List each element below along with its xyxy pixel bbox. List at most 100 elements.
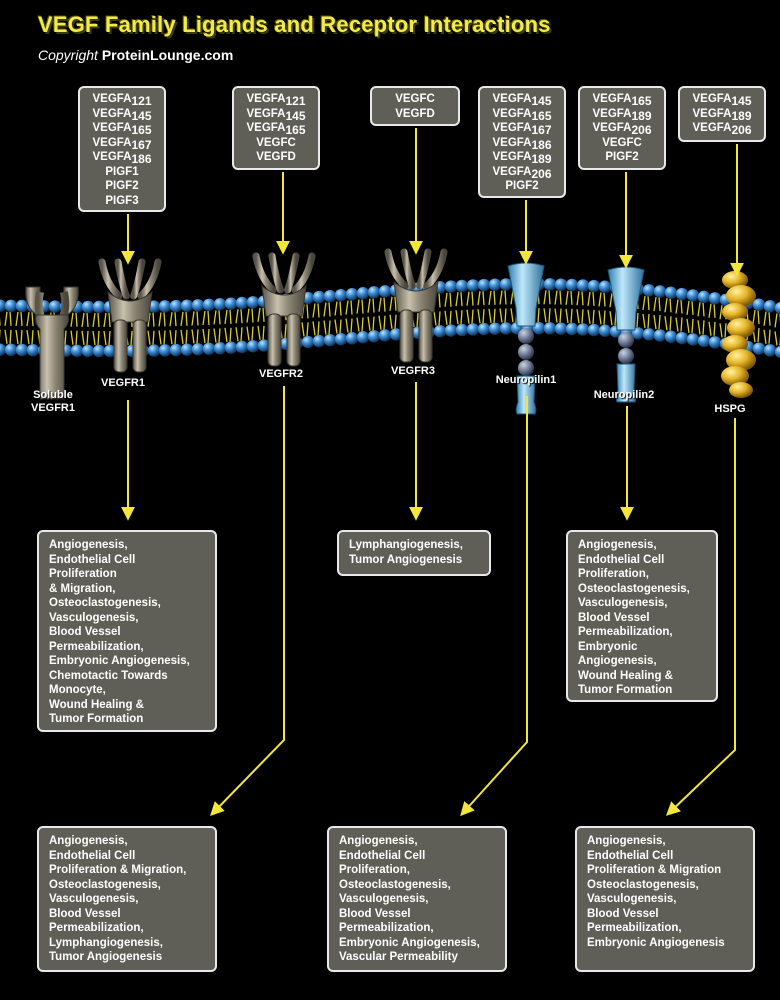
lipid-head bbox=[15, 343, 29, 357]
lipid-head bbox=[653, 329, 667, 342]
lipid-tail bbox=[416, 312, 419, 328]
lipid-tail bbox=[378, 315, 382, 330]
outcome-line: Proliferation & Migration bbox=[587, 864, 722, 876]
ligand-name: VEGFC bbox=[602, 136, 642, 149]
lipid-head bbox=[576, 279, 590, 292]
lipid-head bbox=[356, 331, 370, 344]
ligand-isoform: 186 bbox=[531, 137, 552, 152]
copyright-site: ProteinLounge.com bbox=[101, 47, 234, 63]
lipid-head bbox=[576, 323, 590, 336]
ligand-item: VEGFA145 bbox=[684, 92, 760, 107]
receptor-chain bbox=[399, 309, 414, 363]
lipid-tail bbox=[658, 315, 661, 330]
lipid-head bbox=[103, 344, 117, 358]
lipid-tail bbox=[636, 312, 639, 327]
outcome-line: Vasculogenesis, bbox=[49, 893, 139, 905]
outcome-line: Proliferation, bbox=[339, 864, 410, 876]
lipid-tail bbox=[565, 290, 569, 305]
outcome-line: Osteoclastogenesis, bbox=[578, 582, 690, 595]
lipid-tail bbox=[240, 309, 243, 324]
label-neuropilin2: Neuropilin2 bbox=[593, 389, 655, 401]
lipid-tail bbox=[499, 308, 503, 323]
outcome-line: Angiogenesis, bbox=[49, 835, 128, 847]
lipid-tail bbox=[26, 312, 30, 327]
lipid-head bbox=[224, 341, 238, 354]
lipid-tail bbox=[15, 329, 19, 345]
receptor-arm bbox=[98, 258, 123, 300]
ligand-name: VEGFD bbox=[395, 107, 435, 120]
lipid-tail bbox=[196, 329, 199, 344]
lipid-tail bbox=[488, 290, 492, 305]
lipid-tail bbox=[86, 312, 89, 327]
lipid-tail bbox=[75, 312, 78, 327]
outcome-box-vegfr3: Lymphangiogenesis,Tumor Angiogenesis bbox=[337, 530, 491, 576]
lipid-head bbox=[433, 325, 447, 338]
receptor-arm bbox=[137, 258, 162, 300]
outcome-line: Endothelial Cell bbox=[49, 849, 136, 862]
lipid-tail bbox=[345, 300, 349, 315]
lipid-head bbox=[169, 343, 183, 357]
label-vegfr2: VEGFR2 bbox=[258, 368, 303, 380]
outcome-line: Permeabilization, bbox=[49, 640, 144, 653]
ligand-item: VEGFA206 bbox=[484, 165, 560, 180]
lipid-head bbox=[202, 298, 216, 312]
lipid-tail bbox=[158, 312, 162, 327]
lipid-tail bbox=[510, 308, 514, 323]
lipid-tail bbox=[576, 309, 580, 324]
lipid-tail bbox=[9, 329, 12, 344]
outcome-line: Osteoclastogenesis, bbox=[49, 878, 161, 891]
lipid-tail bbox=[350, 300, 353, 315]
ligand-item: VEGFA165 bbox=[84, 121, 160, 136]
ligand-name: VEGFA bbox=[246, 122, 286, 134]
lipid-tail bbox=[185, 311, 188, 326]
lipid-tail bbox=[361, 299, 364, 314]
lipid-tail bbox=[64, 330, 67, 345]
lipid-head bbox=[147, 344, 161, 357]
receptor-arm bbox=[423, 248, 448, 290]
ligand-isoform: 121 bbox=[285, 94, 306, 108]
ligand-isoform: 189 bbox=[631, 108, 652, 123]
lipid-head bbox=[92, 300, 106, 314]
lipid-tail bbox=[477, 309, 481, 324]
lipid-head bbox=[345, 331, 359, 345]
lipid-tail bbox=[31, 312, 34, 327]
lipid-tail bbox=[317, 303, 320, 318]
ligand-name: VEGFA bbox=[692, 122, 732, 134]
lipid-tail bbox=[609, 293, 613, 308]
outcome-line: Wound Healing & bbox=[578, 669, 673, 682]
lipid-tail bbox=[334, 301, 338, 316]
lipid-tail bbox=[163, 330, 166, 345]
lipid-tail bbox=[537, 308, 540, 323]
lipid-head bbox=[543, 278, 557, 291]
lipid-tail bbox=[323, 302, 327, 317]
lipid-head bbox=[191, 299, 205, 312]
receptor-arm bbox=[130, 258, 146, 300]
outcome-line: Blood Vessel bbox=[49, 626, 121, 638]
lipid-head bbox=[444, 280, 458, 293]
ligand-item: VEGFA165 bbox=[584, 92, 660, 107]
lipid-head bbox=[0, 343, 7, 356]
outcome-line: Angiogenesis, bbox=[587, 835, 666, 847]
lipid-tail bbox=[372, 316, 375, 331]
lipid-tail bbox=[180, 311, 184, 326]
lipid-tail bbox=[312, 321, 316, 336]
lipid-tail bbox=[378, 297, 382, 312]
lipid-tail bbox=[482, 291, 485, 306]
lipid-tail bbox=[647, 295, 650, 311]
lipid-tail bbox=[147, 330, 151, 345]
lipid-tail bbox=[466, 291, 470, 306]
label-soluble-vegfr1: Soluble VEGFR1 bbox=[28, 389, 78, 415]
lipid-tail bbox=[356, 299, 360, 314]
lipid-tail bbox=[691, 318, 694, 333]
lipid-tail bbox=[97, 312, 100, 327]
lipid-tail bbox=[383, 315, 386, 330]
ligand-item: VEGFA206 bbox=[684, 121, 760, 136]
copyright-line: Copyright ProteinLounge.com bbox=[38, 47, 233, 63]
ligand-item: VEGFA189 bbox=[584, 107, 660, 122]
lipid-tail bbox=[466, 309, 470, 324]
label-soluble-line2: VEGFR1 bbox=[30, 402, 75, 414]
lipid-tail bbox=[163, 312, 166, 327]
ligand-name: VEGFA bbox=[492, 107, 532, 120]
lipid-tail bbox=[680, 317, 683, 332]
